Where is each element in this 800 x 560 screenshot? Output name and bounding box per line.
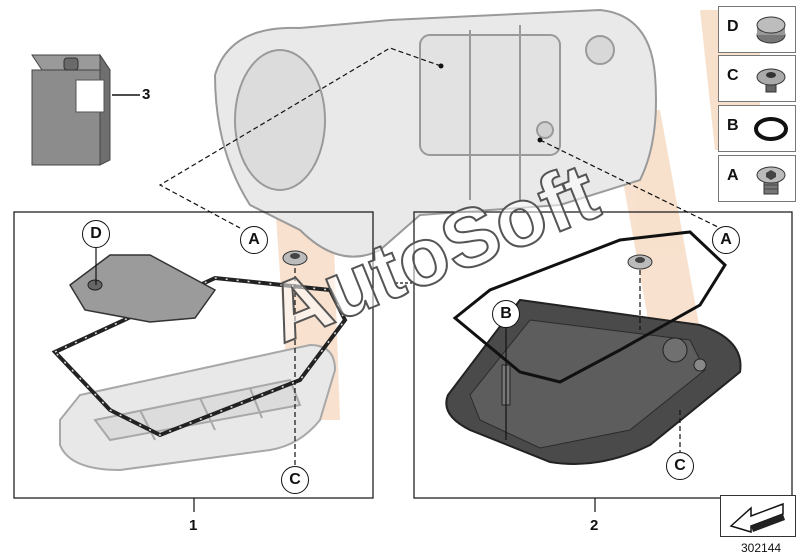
kit-1-drain-plug [282, 250, 308, 266]
o-ring-icon [754, 117, 788, 141]
legend-letter-b: B [727, 117, 739, 134]
callout-c-kit1: C [281, 466, 309, 494]
kit-2-gasket [452, 230, 727, 384]
drain-plug-icon [756, 68, 786, 93]
legend-item-a: A [718, 155, 796, 202]
legend-item-d: D [718, 6, 796, 53]
leader-lines-kit2 [395, 270, 681, 512]
legend-letter-d: D [727, 18, 739, 35]
item-number-kit-2: 2 [590, 517, 599, 534]
callout-a-kit1: A [240, 226, 268, 254]
legend-item-c: C [718, 55, 796, 102]
item-number-kit-1: 1 [189, 517, 198, 534]
fluid-can [31, 53, 140, 166]
legend-letter-c: C [727, 67, 739, 84]
legend-letter-a: A [727, 167, 739, 184]
callout-b-kit2: B [492, 300, 520, 328]
legend-item-b: B [718, 105, 796, 152]
callout-d-kit1: D [82, 220, 110, 248]
kit-2-box [413, 211, 793, 499]
item-number-fluid-can: 3 [142, 86, 151, 103]
transmission-housing [213, 8, 657, 258]
navigate-back-button[interactable] [720, 495, 796, 537]
kit-2-drain-plug [627, 254, 653, 270]
kit-1-filter [69, 254, 217, 323]
leader-lines-top [158, 47, 721, 229]
leader-lines-kit1 [95, 248, 296, 512]
screw-plug-icon [756, 166, 786, 195]
callout-c-kit2: C [666, 452, 694, 480]
kit-1-oil-pan [59, 343, 337, 472]
arrow-down-left-icon [729, 502, 785, 534]
diagram-reference-number: 302144 [741, 541, 782, 555]
kit-1-gasket [51, 275, 348, 438]
callout-a-kit2: A [712, 226, 740, 254]
filter-plug-icon [756, 16, 786, 44]
kit-2-oil-pan [445, 298, 742, 465]
